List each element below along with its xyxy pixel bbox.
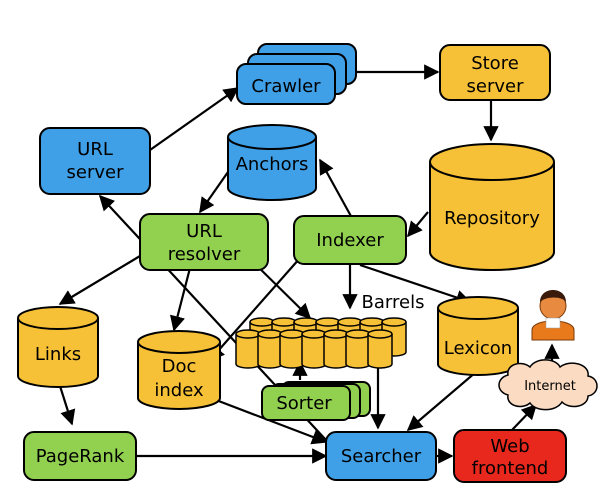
edge-indexer-lexicon [359,263,472,305]
pagerank-label: PageRank [36,446,125,467]
crawler-node: Crawler [236,43,357,105]
cloud-icon: Internet [498,359,598,411]
barrel-cylinder [257,329,283,369]
links-label: Links [35,344,81,365]
url-server-node: URL server [39,127,151,195]
url-server-label-line1: URL [77,139,113,160]
internet-label: Internet [524,379,576,394]
web-frontend-label-line1: Web [490,436,529,457]
web-frontend-node: Web frontend [453,429,567,483]
doc-index-node: Doc index [137,330,221,410]
lexicon-label: Lexicon [444,338,512,359]
crawler-label: Crawler [251,76,321,97]
url-server-label-line2: server [67,162,125,183]
doc-index-label-line1: Doc [162,356,197,377]
barrels-node: Barrels [235,292,425,369]
barrel-cylinder [367,329,393,369]
edge-urlresolver-docindex [170,267,192,332]
links-node: Links [17,306,99,388]
sorter-node: Sorter [261,381,371,421]
doc-index-label-line2: index [154,380,204,401]
store-server-label-line1: Store [471,53,519,74]
indexer-label: Indexer [316,230,384,251]
indexer-node: Indexer [293,215,407,265]
searcher-label: Searcher [341,446,422,467]
pagerank-node: PageRank [23,431,137,481]
edge-urlserver-crawler [149,87,240,151]
edge-indexer-anchors [319,158,353,219]
lexicon-node: Lexicon [437,296,519,376]
barrels-label: Barrels [362,292,425,313]
barrel-cylinder [235,329,261,369]
anchors-label: Anchors [236,154,309,175]
url-resolver-node: URL resolver [139,213,269,271]
store-server-label-line2: server [467,76,525,97]
barrel-cylinder [323,329,349,369]
url-resolver-label-line2: resolver [168,244,241,265]
user-icon [531,290,575,341]
edge-indexer-docindex [208,257,301,362]
edge-links-pagerank [58,385,76,426]
edge-repository-indexer [407,211,429,238]
searcher-node: Searcher [325,431,437,481]
edge-urlresolver-links [58,255,141,305]
url-resolver-label-line1: URL [186,221,222,242]
anchors-node: Anchors [227,124,317,201]
store-server-node: Store server [439,44,551,101]
edge-webfrontend-internet [511,403,538,431]
repository-node: Repository [429,143,555,271]
web-frontend-label-line2: frontend [472,458,549,479]
barrel-cylinder [279,329,305,369]
edge-lexicon-searcher [406,371,477,431]
repository-label: Repository [444,208,540,229]
barrel-cylinder [345,329,371,369]
barrels-front-row [235,329,393,369]
barrel-cylinder [301,329,327,369]
sorter-label: Sorter [276,393,332,414]
